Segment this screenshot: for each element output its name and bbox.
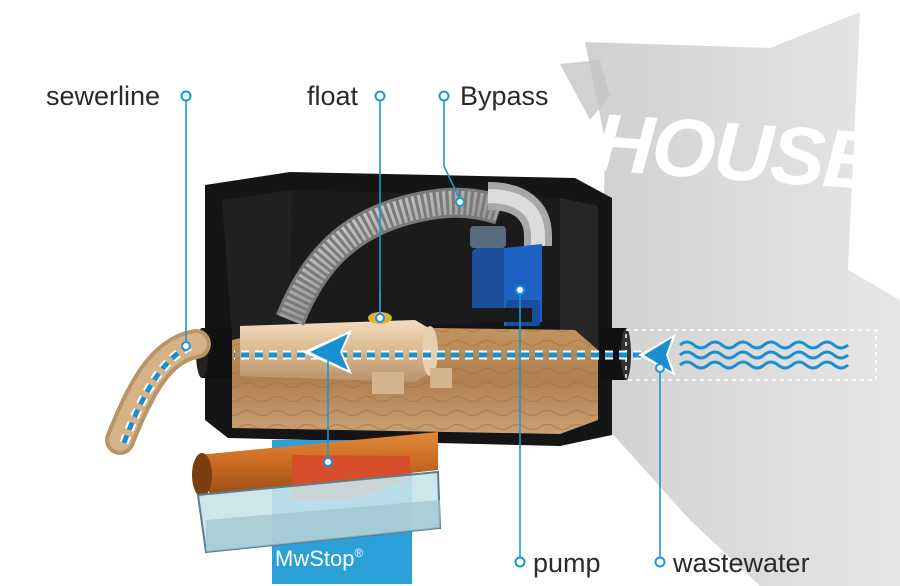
label-sewerline: sewerline: [46, 81, 161, 111]
registered-mark: ®: [354, 546, 364, 560]
brand-label: MwStop®: [275, 546, 363, 572]
flow-path: [117, 341, 655, 450]
brand-name: MwStop: [275, 546, 355, 571]
label-bypass: Bypass: [460, 81, 549, 111]
label-wastewater: wastewater: [673, 548, 810, 578]
flow-arrow-right: [638, 334, 676, 376]
wave-lines: [679, 340, 849, 370]
callout-lines: [185, 100, 661, 560]
pump: [462, 226, 542, 326]
label-pump: pump: [533, 548, 601, 578]
label-float: float: [307, 81, 359, 111]
bypass-hose: [276, 182, 552, 326]
house-background: [560, 12, 900, 586]
callout-dots: [180, 90, 666, 568]
mwstop-inset: [192, 432, 442, 584]
flow-arrow-left: [302, 330, 352, 374]
